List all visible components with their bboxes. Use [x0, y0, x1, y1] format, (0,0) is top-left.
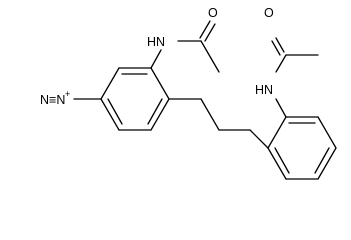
bond	[150, 67, 170, 100]
bond	[249, 129, 269, 149]
right-benzene-ring	[267, 116, 337, 180]
structure-canvas: HN O N≡N + HN O	[40, 6, 337, 180]
amide-nh-label-left: HN	[147, 35, 165, 49]
ethylene-bridge	[168, 98, 269, 149]
bond	[150, 49, 162, 69]
double-bond-inner	[274, 147, 290, 174]
diazonium-charge: +	[65, 89, 70, 99]
double-bond-inner	[107, 98, 123, 125]
bond	[200, 40, 220, 73]
bond	[275, 98, 287, 118]
bond	[267, 147, 287, 180]
double-bond-inner	[314, 147, 330, 174]
double-bond-inner	[147, 98, 163, 125]
double-bond	[271, 40, 281, 56]
double-bond	[204, 23, 216, 42]
chemical-structure-diagram: HN O N≡N + HN O	[40, 6, 337, 180]
bond	[275, 54, 287, 73]
double-bond	[199, 20, 211, 39]
bond	[317, 147, 337, 180]
bond	[100, 98, 120, 131]
left-acetamido-group: HN O	[147, 6, 220, 73]
right-acetamido-group: HN O	[255, 6, 319, 118]
bond	[317, 116, 337, 149]
left-benzene-ring	[100, 67, 170, 131]
bond	[150, 98, 170, 131]
double-bond	[275, 37, 285, 53]
bond	[100, 67, 120, 100]
carbonyl-oxygen-label-left: O	[208, 6, 218, 20]
amide-nh-label-right: HN	[255, 83, 273, 97]
diazonium-label: N≡N	[40, 93, 65, 107]
carbonyl-oxygen-label-right: O	[264, 6, 274, 20]
bond	[200, 98, 220, 131]
bond	[267, 116, 287, 149]
diazonium-group: N≡N +	[40, 89, 102, 107]
